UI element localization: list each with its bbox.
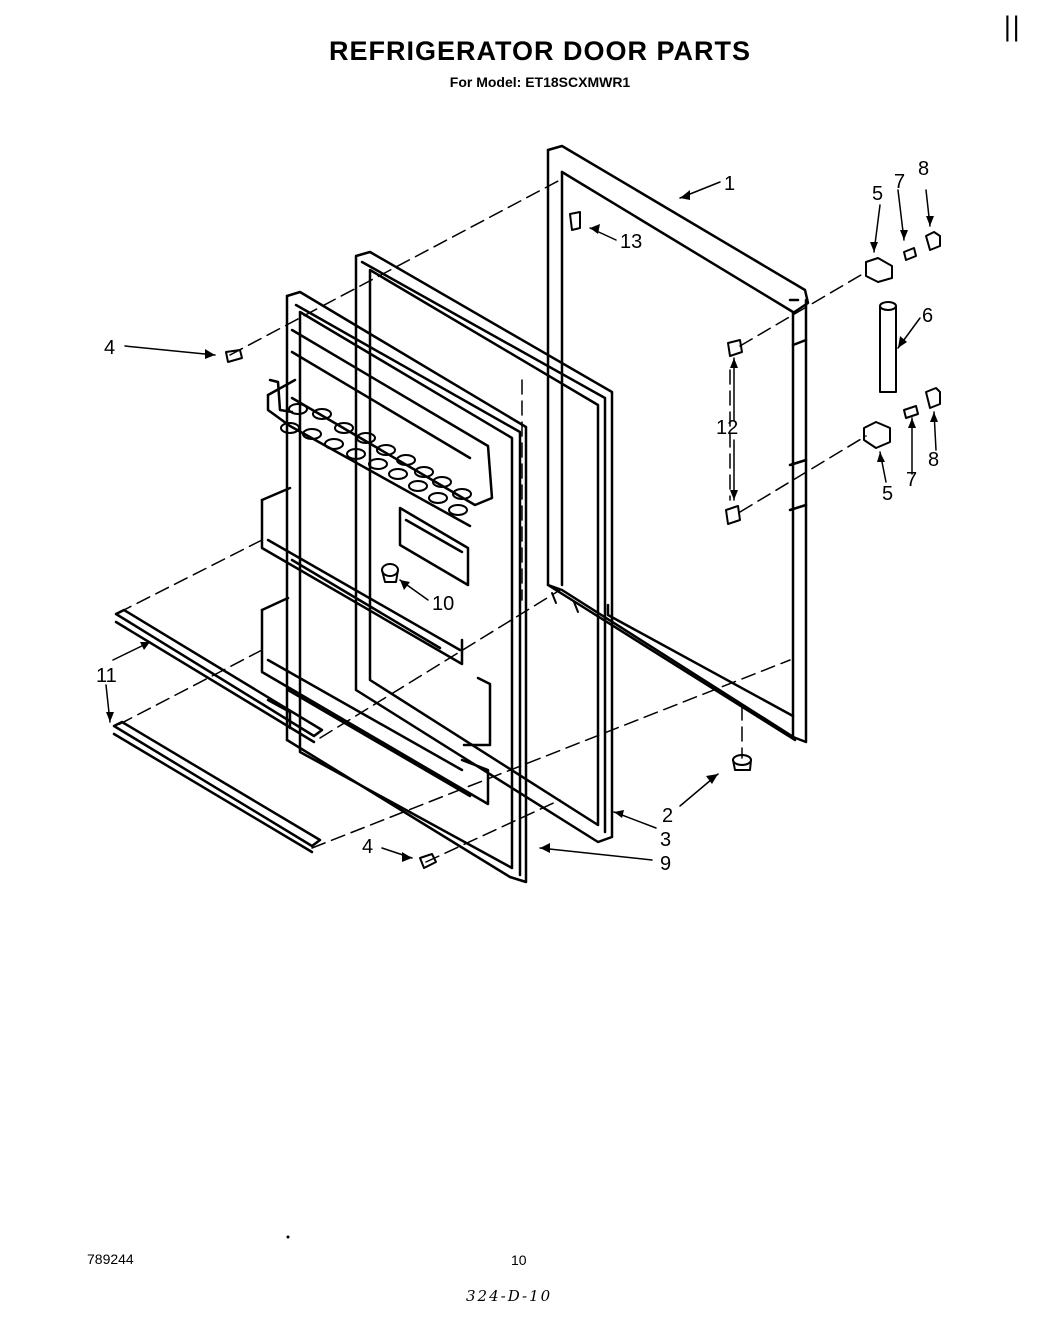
hinge-lower	[863, 387, 941, 449]
callout-labels: 1 13 4 4 5 5 6 7 7 8 8 12 10 11 2 3 9	[96, 158, 939, 875]
callout-8-upper: 8	[918, 158, 929, 180]
callout-5-upper: 5	[872, 183, 883, 205]
stray-mark	[286, 1235, 290, 1239]
callout-2: 2	[662, 805, 673, 827]
door-gasket	[354, 250, 614, 844]
corner-mark: ||	[1003, 12, 1021, 42]
callout-7-upper: 7	[894, 171, 905, 193]
hinge-upper	[865, 231, 941, 283]
page-title: REFRIGERATOR DOOR PARTS	[328, 36, 751, 66]
handwritten-note: 324-D-10	[466, 1287, 553, 1305]
callout-8-lower: 8	[928, 449, 939, 471]
callout-7-lower: 7	[906, 469, 917, 491]
screw-upper	[225, 349, 243, 363]
callout-12: 12	[716, 417, 738, 439]
document-number: 789244	[87, 1251, 134, 1267]
callout-1: 1	[724, 173, 735, 195]
callout-9: 9	[660, 853, 671, 875]
assembly-lines	[115, 179, 867, 863]
inner-door-liner	[260, 290, 528, 884]
callout-4-lower: 4	[362, 836, 373, 858]
hinge-pin-6	[879, 301, 897, 393]
model-subtitle: For Model: ET18SCXMWR1	[449, 74, 631, 90]
outer-door-panel	[546, 144, 810, 744]
plug-13	[569, 211, 581, 231]
screw-lower	[419, 853, 437, 869]
shelf-bar-lower	[112, 720, 322, 854]
callout-6: 6	[922, 305, 933, 327]
hinge-plate-upper	[727, 339, 743, 357]
callout-5-lower: 5	[882, 483, 893, 505]
callout-3: 3	[660, 829, 671, 851]
callout-13: 13	[620, 231, 642, 253]
page-number: 10	[511, 1252, 527, 1268]
callout-10: 10	[432, 593, 454, 615]
shelf-bar-upper	[114, 608, 324, 744]
arrowheads	[106, 190, 938, 862]
callout-4-upper: 4	[104, 337, 115, 359]
callout-11: 11	[96, 665, 117, 687]
hinge-plate-lower	[725, 505, 741, 525]
